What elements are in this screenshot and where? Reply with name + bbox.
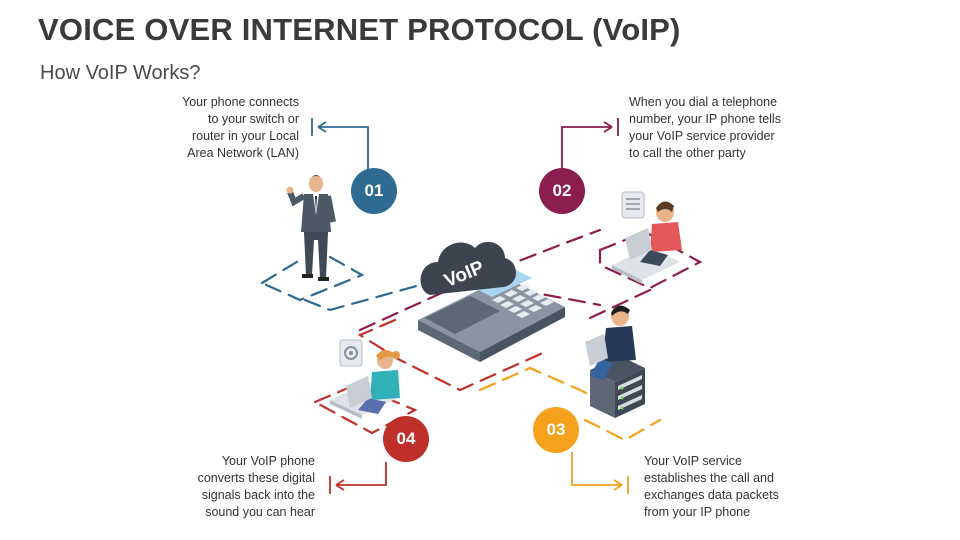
page-subtitle: How VoIP Works? bbox=[40, 62, 201, 84]
step-01-badge: 01 bbox=[351, 168, 397, 214]
dashed-network-paths bbox=[260, 228, 703, 442]
step-04-text: Your VoIP phone converts these digital s… bbox=[150, 453, 315, 521]
laptop-man-icon bbox=[612, 191, 682, 284]
step-03-line: Your VoIP service bbox=[644, 454, 742, 468]
cloud-icon: VoIP bbox=[420, 241, 517, 295]
step-02-line: number, your IP phone tells bbox=[629, 112, 781, 126]
page-title: VOICE OVER INTERNET PROTOCOL (VoIP) bbox=[38, 12, 681, 47]
step-01-line: router in your Local bbox=[191, 129, 299, 143]
step-01-line: Area Network (LAN) bbox=[187, 146, 299, 160]
step-03-line: establishes the call and bbox=[644, 471, 774, 485]
server-man-icon bbox=[585, 305, 645, 418]
laptop-woman-icon bbox=[330, 339, 400, 419]
step-02-badge: 02 bbox=[539, 168, 585, 214]
step-01-line: Your phone connects bbox=[182, 95, 299, 109]
step-01-line: to your switch or bbox=[207, 112, 299, 126]
step-04-line: converts these digital bbox=[197, 471, 315, 485]
settings-bubble-icon bbox=[339, 339, 363, 367]
step-04-badge: 04 bbox=[383, 416, 429, 462]
step-04-line: Your VoIP phone bbox=[221, 454, 315, 468]
businessman-icon bbox=[286, 175, 336, 281]
step-03-line: from your IP phone bbox=[644, 505, 751, 519]
step-01-text: Your phone connects to your switch or ro… bbox=[150, 94, 299, 162]
leader-lines bbox=[311, 118, 629, 494]
step-02-line: to call the other party bbox=[629, 146, 746, 160]
step-02-line: your VoIP service provider bbox=[629, 129, 775, 143]
step-03-text: Your VoIP service establishes the call a… bbox=[644, 453, 824, 521]
step-02-text: When you dial a telephone number, your I… bbox=[629, 94, 819, 162]
step-03-badge: 03 bbox=[533, 407, 579, 453]
step-02-line: When you dial a telephone bbox=[629, 95, 778, 109]
step-04-line: sound you can hear bbox=[205, 505, 315, 519]
step-04-line: signals back into the bbox=[201, 488, 315, 502]
step-03-line: exchanges data packets bbox=[644, 488, 779, 502]
